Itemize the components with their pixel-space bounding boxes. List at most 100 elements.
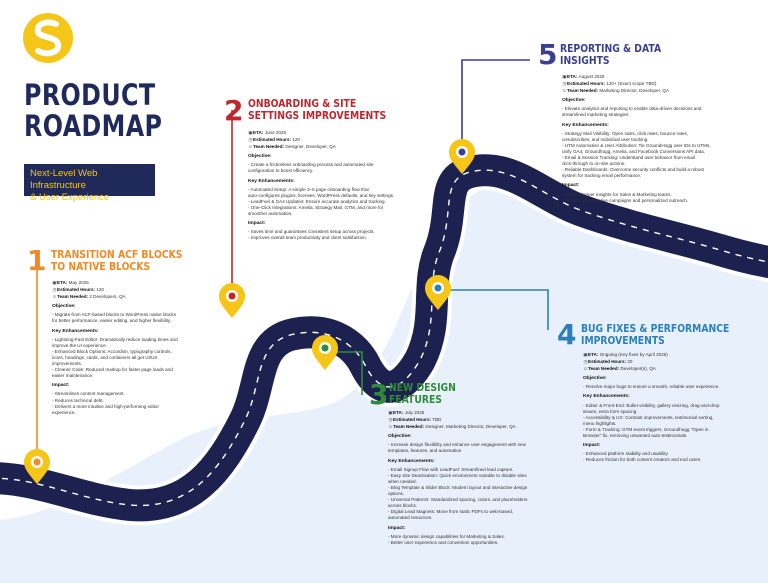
objective-item: templates, features, and automation [388, 448, 462, 454]
estimated-hours: ◷Estimated Hours: 120+ (Exact scope TBD) [562, 81, 752, 87]
eta-value: August 2025 [578, 74, 605, 79]
key-enhancements-item: options. [388, 491, 405, 497]
objective-item: configuration to boost efficiency. [248, 168, 314, 174]
key-enhancements-item: - Automated Setup: A simple 3–5 page onb… [248, 186, 369, 192]
impact-heading: Impact: [248, 221, 266, 227]
map-pin-5-icon [449, 139, 475, 174]
eta: ▣ETA: May 2025 [52, 280, 227, 286]
clock-icon: ◷ [388, 417, 393, 423]
phase-4-details: ▣ETA: Ongoing (Key fixes by April 2025) ◷… [583, 352, 763, 463]
key-enhancements-item: - Enhanced Block Options: Accordion, typ… [52, 348, 172, 354]
team-needed-value: Designer, Marketing Director, Developer,… [425, 424, 516, 430]
key-enhancements-item: - Accessibility & UX: Contrast improveme… [583, 414, 714, 420]
subtitle-banner: Next-Level Web Infrastructure & User Exp… [24, 164, 155, 203]
key-enhancements-item: issues, extra form spacing. [583, 408, 638, 414]
phase-1-title-line-1: TRANSITION ACF BLOCKS [51, 249, 183, 261]
estimated-hours-value: 120 [292, 137, 300, 143]
calendar-icon: ▣ [583, 352, 588, 357]
team-needed: ☺Team Needed: Marketing Director, Develo… [562, 88, 752, 94]
objective-item: streamlined marketing strategies. [562, 112, 630, 118]
key-enhancements-item: - Email Signup Flow with LeadFuel: Strea… [388, 466, 514, 472]
objective-heading: Objective: [388, 434, 412, 440]
impact-item: - Better user experience and conversion … [388, 539, 499, 545]
key-enhancements-item: - Blog Template & Slider Block: Modern l… [388, 484, 528, 490]
key-enhancements-item: - Universal Patterns: Standardized spaci… [388, 497, 528, 503]
estimated-hours-label: Estimated Hours: [393, 417, 433, 423]
impact-item: - Enhanced platform stability and usabil… [583, 451, 669, 457]
key-enhancements-heading: Key Enhancements: [248, 178, 295, 184]
team-needed: ☺Team Needed: Developer(s), QA [583, 366, 763, 372]
phase-5-title-line-1: REPORTING & DATA [560, 43, 662, 55]
calendar-icon: ▣ [562, 74, 567, 79]
key-enhancements-item: auto-configures plugins, licenses, WordP… [248, 192, 395, 198]
eta-label: ETA: [253, 130, 265, 135]
eta-value: May 2025 [68, 280, 89, 285]
eta: ▣ETA: July 2025 [388, 410, 568, 416]
clock-icon: ◷ [583, 359, 588, 365]
key-enhancements-item: - One-Click Integrations: Amelia, Strate… [248, 204, 384, 210]
objective-item: - Create a frictionless onboarding proce… [248, 162, 374, 168]
impact-item: - Improves overall team productivity and… [248, 235, 367, 241]
impact-item: - Saves time and guarantees consistent s… [248, 229, 375, 235]
objective-heading: Objective: [52, 304, 76, 310]
title-line-1: PRODUCT [24, 78, 156, 112]
connector-line-4 [438, 289, 549, 330]
team-needed: ☺Team Needed: Designer, Marketing Direct… [388, 424, 568, 430]
phase-5-details: ▣ETA: August 2025◷Estimated Hours: 120+ … [562, 74, 752, 204]
eta-label: ETA: [588, 352, 600, 357]
impact-item: - Streamlines content management. [52, 391, 125, 397]
impact-item: - Reduces technical debt. [52, 397, 104, 403]
objective-item: - Increase design flexibility and enhanc… [388, 442, 526, 448]
key-enhancements-item: click-through to on-site actions. [562, 161, 626, 167]
map-pin-3-icon [312, 335, 338, 370]
estimated-hours-label: Estimated Hours: [588, 359, 628, 365]
objective-heading: Objective: [562, 98, 586, 104]
key-enhancements-item: - UTM Automation & User Attribution: Tie… [562, 142, 711, 148]
key-enhancements-item: easier maintenance. [52, 373, 94, 379]
eta: ▣ETA: June 2025 [248, 130, 433, 136]
impact-item: experience. [52, 409, 76, 415]
phase-3-title-line-2: FEATURES [389, 394, 442, 406]
estimated-hours-value: TBD [432, 417, 442, 423]
key-enhancements-item: - Form & Tracking: GTM event triggers, G… [583, 426, 709, 432]
team-needed: ☺Team Needed: 2 Developers, QA [52, 294, 227, 300]
key-enhancements-item: - Strategy Mail Visibility: Open rates, … [562, 130, 689, 136]
key-enhancements-heading: Key Enhancements: [388, 458, 435, 464]
objective-item: - Elevate analytics and reporting to ena… [562, 106, 702, 112]
team-needed-value: Developer(s), QA [620, 366, 656, 372]
key-enhancements-item: Browser" fix, removing unwanted auto-tes… [583, 433, 688, 439]
key-enhancements-item: - Reliable Dashboards: Overcome security… [562, 167, 704, 173]
phase-5-title-line-2: INSIGHTS [560, 55, 610, 67]
phase-4-title-line-1: BUG FIXES & PERFORMANCE [581, 323, 730, 335]
phase-5-number: 5 [538, 38, 558, 71]
key-enhancements-item: when needed. [388, 478, 417, 484]
phase-4-number: 4 [557, 318, 577, 351]
phase-2-title: ONBOARDING & SITE SETTINGS IMPROVEMENTS [248, 98, 386, 122]
team-icon: ☺ [248, 144, 253, 150]
eta-value: Ongoing (Key fixes by April 2025) [599, 352, 668, 357]
key-enhancements-item: - LeadFuel & GA4 Updates: Ensure accurat… [248, 198, 386, 204]
phase-3-details: ▣ETA: July 2025◷Estimated Hours: TBD☺Tea… [388, 410, 568, 546]
impact-item: - Drives more effective campaigns and pe… [562, 197, 689, 203]
estimated-hours: ◷Estimated Hours: TBD [388, 417, 568, 423]
team-icon: ☺ [52, 294, 57, 300]
team-icon: ☺ [562, 88, 567, 94]
team-needed-label: Team Needed: [57, 294, 90, 300]
key-enhancements-item: - Digital Lead Magnets: Move from static… [388, 509, 514, 515]
estimated-hours-value: 120+ (Exact scope TBD) [606, 81, 657, 87]
team-needed-value: 2 Developers, QA [89, 294, 126, 300]
map-pin-2-icon [219, 283, 245, 318]
estimated-hours-value: 20 [627, 359, 633, 365]
clock-icon: ◷ [52, 287, 57, 293]
page-title: PRODUCT ROADMAP [24, 80, 162, 142]
estimated-hours-label: Estimated Hours: [567, 81, 607, 87]
objective-item: - Migrate from ACF-based blocks to WordP… [52, 312, 176, 318]
phase-5-title: REPORTING & DATA INSIGHTS [560, 43, 661, 67]
impact-heading: Impact: [52, 383, 70, 389]
key-enhancements-item: across blocks. [388, 503, 418, 509]
calendar-icon: ▣ [52, 280, 57, 285]
estimated-hours: ◷Estimated Hours: 120 [248, 137, 433, 143]
eta: ▣ETA: August 2025 [562, 74, 752, 80]
team-icon: ☺ [583, 366, 588, 372]
